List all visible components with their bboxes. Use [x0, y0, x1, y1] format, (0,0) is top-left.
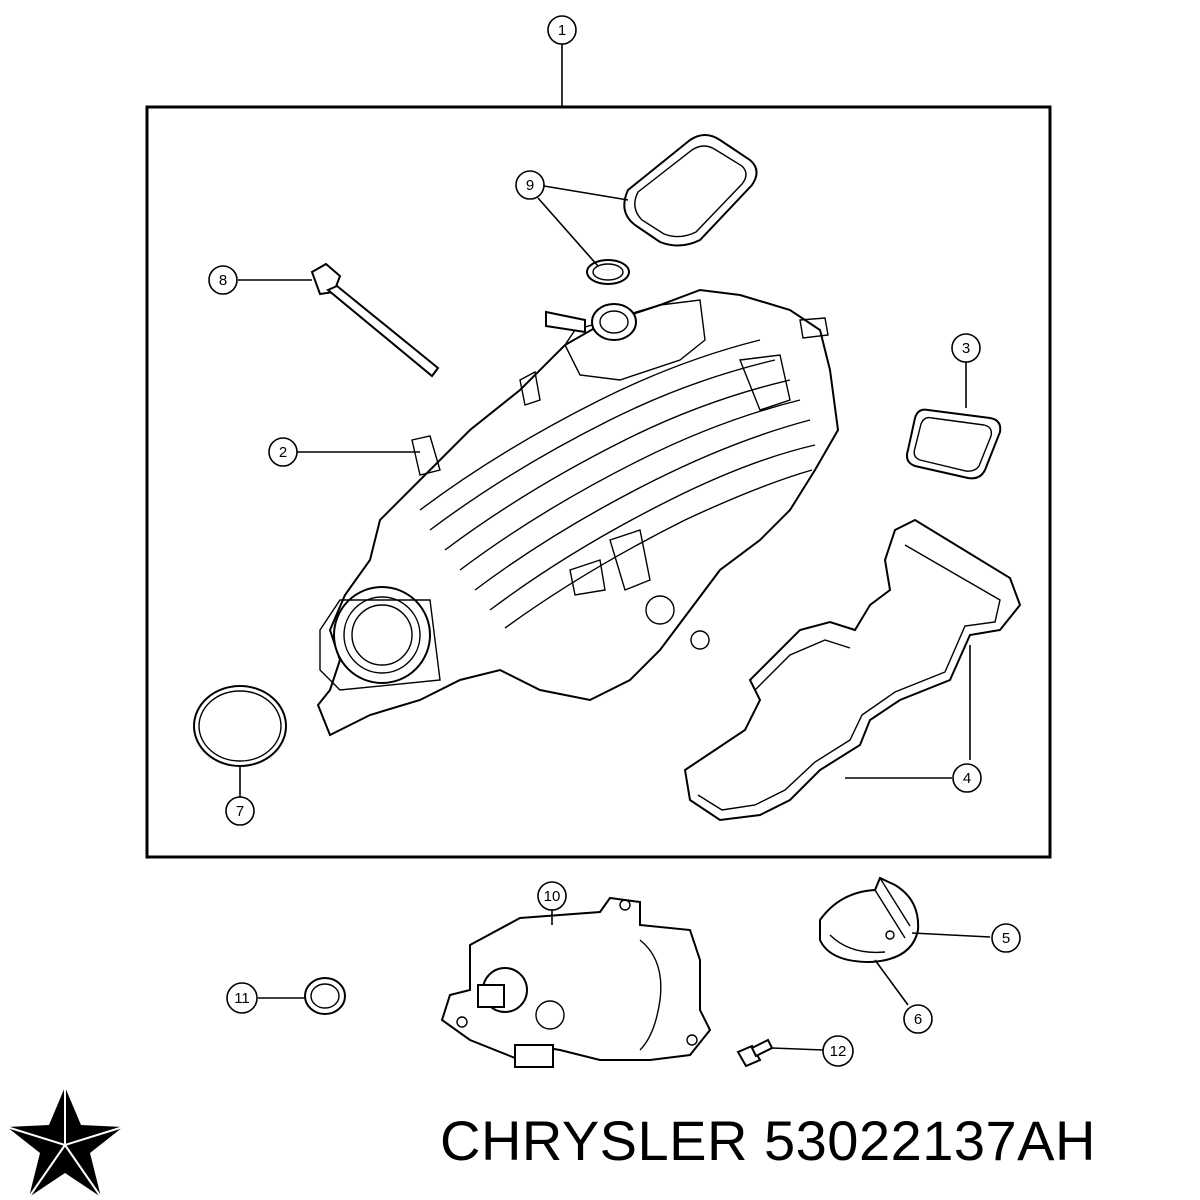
part-11-o-ring: [304, 977, 346, 1015]
callout-6: 6: [903, 1004, 933, 1034]
svg-text:11: 11: [234, 990, 250, 1007]
svg-text:10: 10: [544, 888, 561, 905]
part-7-o-ring: [193, 685, 287, 767]
part-10-actuator: [440, 896, 712, 1068]
part-3-gasket: [905, 408, 1002, 480]
callout-1: 1: [547, 15, 577, 45]
part-12-screw: [736, 1038, 774, 1068]
callout-10: 10: [537, 881, 567, 911]
part-number: 53022137AH: [764, 1109, 1096, 1172]
callout-3: 3: [951, 333, 981, 363]
callout-5: 5: [991, 923, 1021, 953]
assembly-frame: [145, 105, 1052, 859]
part-9-seals: [586, 134, 758, 285]
part-2-intake-manifold: [316, 288, 840, 737]
part-5-cap: [819, 876, 920, 964]
svg-text:1: 1: [558, 22, 566, 39]
callout-2: 2: [268, 437, 298, 467]
svg-text:5: 5: [1002, 930, 1010, 947]
part-4-plenum-gasket: [683, 518, 1022, 822]
svg-text:12: 12: [830, 1043, 847, 1060]
svg-text:7: 7: [236, 803, 244, 820]
svg-text:6: 6: [914, 1011, 922, 1028]
svg-text:3: 3: [962, 340, 970, 357]
part-8-bolt: [310, 262, 440, 378]
callout-4: 4: [952, 763, 982, 793]
callout-11: 11: [226, 982, 258, 1014]
svg-text:8: 8: [219, 272, 227, 289]
part-caption: CHRYSLER 53022137AH: [440, 1108, 1190, 1173]
brand-name: CHRYSLER: [440, 1109, 748, 1172]
leader-lines: [238, 44, 991, 1051]
svg-text:4: 4: [963, 770, 971, 787]
chrysler-pentastar-logo-icon: [6, 1087, 124, 1198]
callout-8: 8: [208, 265, 238, 295]
callout-9: 9: [515, 170, 545, 200]
callout-7: 7: [225, 796, 255, 826]
svg-text:2: 2: [279, 444, 287, 461]
callout-12: 12: [822, 1035, 854, 1067]
svg-text:9: 9: [526, 177, 534, 194]
